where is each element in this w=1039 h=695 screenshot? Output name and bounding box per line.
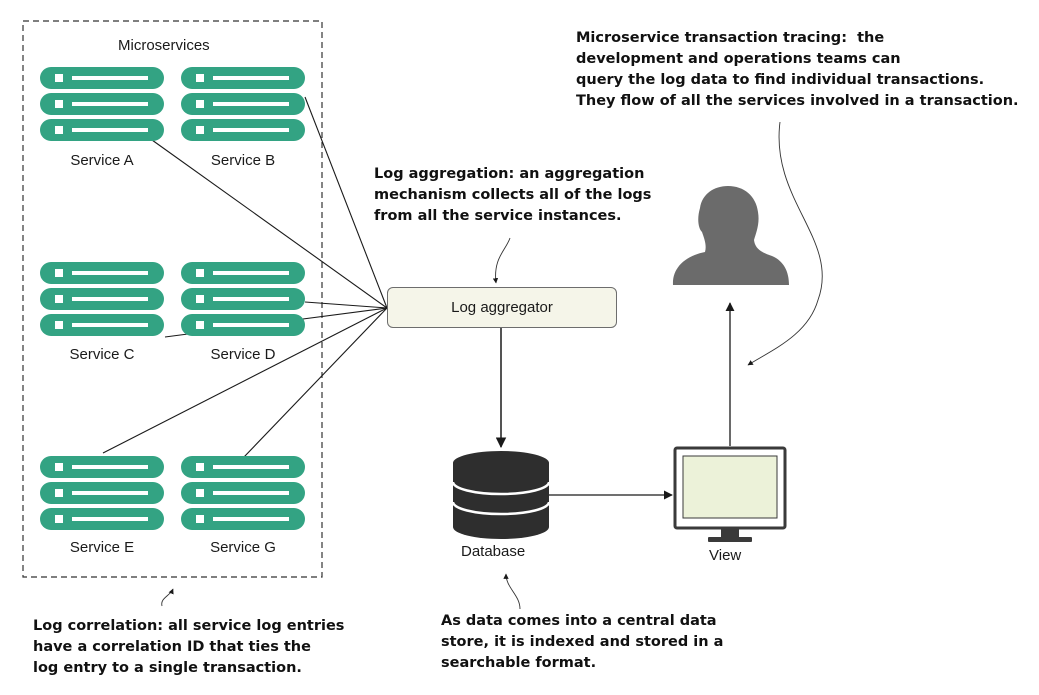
- service-b-label: Service B: [210, 152, 276, 169]
- connector-service-a: [151, 139, 388, 309]
- connector-service-e: [102, 307, 388, 454]
- microservices-group-border: [22, 20, 323, 578]
- service-d: [181, 262, 305, 340]
- connector-service-d: [304, 301, 388, 309]
- log-aggregation-note: Log aggregation: an aggregation mechanis…: [374, 166, 652, 224]
- database-label: Database: [461, 543, 526, 560]
- callout-correlation-pointer: [161, 588, 174, 607]
- service-e-label: Service E: [69, 539, 135, 556]
- service-a-label: Service A: [70, 152, 134, 169]
- log-correlation-note: Log correlation: all service log entries…: [33, 618, 345, 676]
- person-silhouette-icon: [672, 186, 789, 285]
- callout-tracing-pointer: [747, 121, 823, 366]
- connector-service-b: [304, 96, 388, 309]
- microservices-group-title: Microservices: [118, 37, 210, 54]
- service-a: [40, 67, 164, 145]
- service-g-label: Service G: [210, 539, 276, 556]
- service-e: [40, 456, 164, 534]
- service-d-label: Service D: [210, 346, 276, 363]
- callout-indexing-pointer: [503, 573, 521, 610]
- indexing-note: As data comes into a central data store,…: [441, 613, 724, 671]
- service-b: [181, 67, 305, 145]
- service-c-label: Service C: [69, 346, 135, 363]
- connector-service-g: [243, 307, 388, 458]
- log-aggregator-box: Log aggregator: [387, 287, 617, 328]
- monitor-icon: [673, 446, 787, 542]
- view-label: View: [709, 547, 742, 564]
- service-g: [181, 456, 305, 534]
- service-c: [40, 262, 164, 340]
- callout-aggregation-pointer: [492, 237, 511, 284]
- log-aggregator-label: Log aggregator: [451, 299, 553, 316]
- transaction-tracing-note: Microservice transaction tracing: the de…: [576, 30, 1019, 109]
- database-icon: [451, 451, 551, 539]
